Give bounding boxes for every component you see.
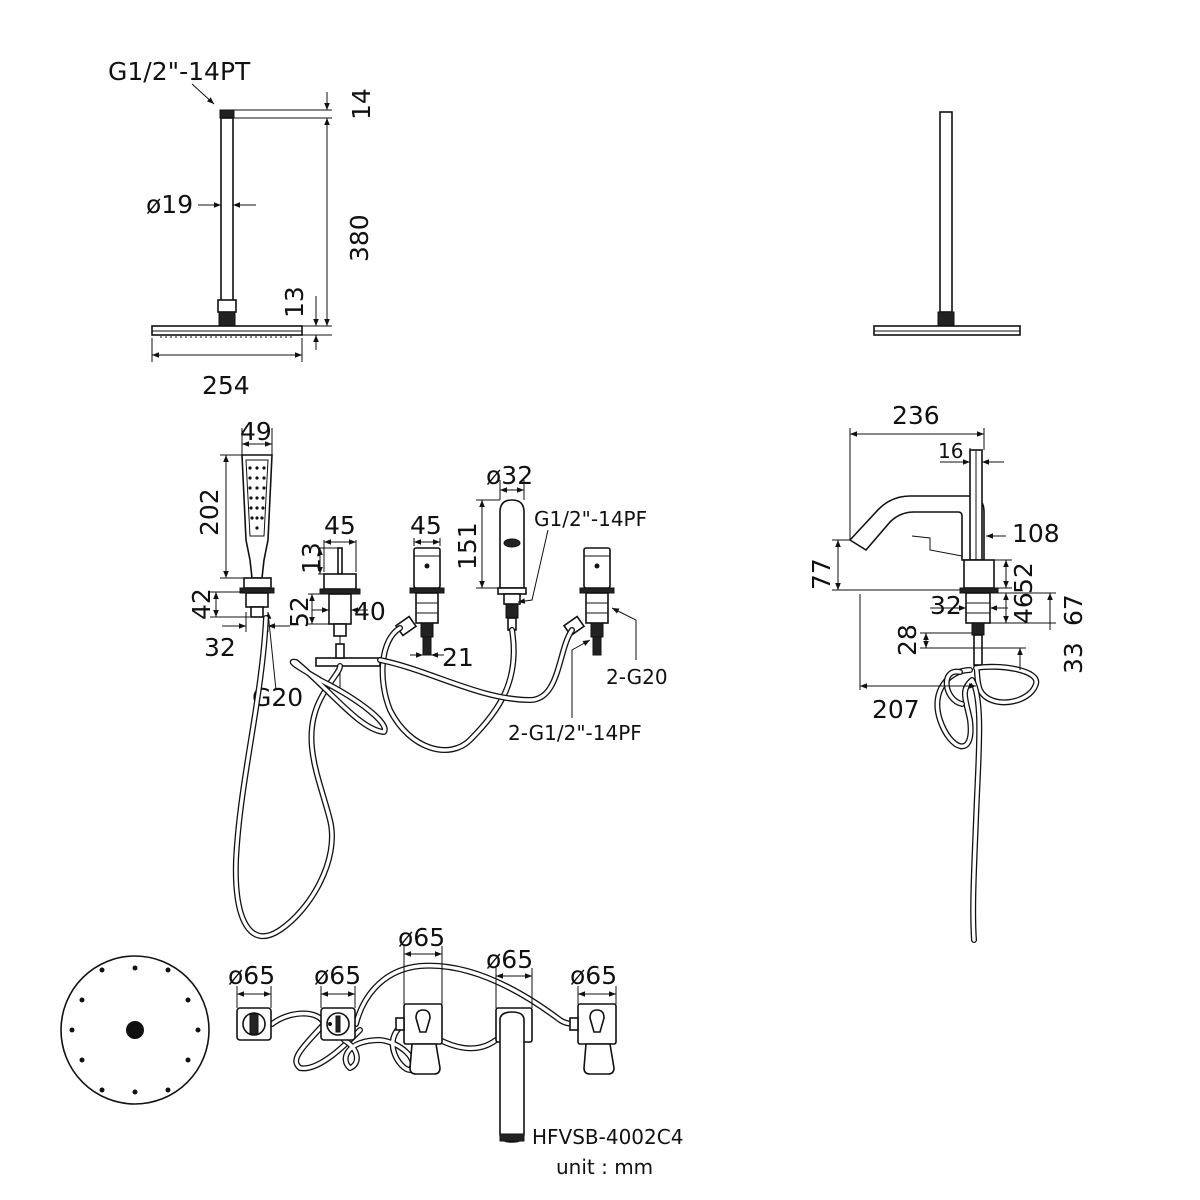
spout-dia-label: ø32 (486, 461, 533, 490)
hose-thread-label: 2-G20 (606, 665, 668, 689)
diverter-dimensions (308, 539, 368, 625)
height-77-label: 77 (807, 558, 836, 590)
arm-length-label: 380 (345, 214, 374, 262)
deck-plan-view (236, 962, 617, 1143)
dim-67-label: 67 (1059, 594, 1088, 626)
plan-dia-4-label: ø65 (486, 945, 533, 974)
diverter-top-label: 13 (297, 542, 326, 574)
valve-shank-label: 21 (442, 643, 474, 672)
reach-label: 236 (892, 401, 940, 430)
valve-thread-label: 2-G1/2"-14PF (508, 721, 642, 745)
shower-head-plan-view (60, 955, 210, 1105)
hand-shower-height-label: 202 (195, 488, 224, 536)
spout-dimensions (476, 480, 549, 604)
unit-label: unit : mm (556, 1155, 653, 1179)
valve-width-label: 45 (410, 511, 442, 540)
dim-32-label: 32 (930, 591, 962, 620)
model-number: HFVSB-4002C4 (532, 1125, 683, 1149)
plan-dia-5-label: ø65 (570, 961, 617, 990)
dim-52-label: 52 (1009, 562, 1038, 594)
plan-dia-3-label: ø65 (398, 923, 445, 952)
diverter-base-label: 40 (354, 597, 386, 626)
pipe-diameter-label: ø19 (146, 190, 193, 219)
spout (497, 499, 527, 631)
arm-thread-label: G1/2"-14PT (108, 57, 251, 86)
shower-arm-side-view (873, 111, 1021, 336)
reach-207-label: 207 (872, 695, 920, 724)
diverter-height-label: 52 (285, 596, 314, 628)
shower-arm-dimensions (151, 83, 332, 362)
shower-arm-front-view (151, 109, 303, 338)
deck-plan-dimensions (236, 946, 617, 1008)
hand-shower-dimensions (210, 428, 290, 691)
dim-33-label: 33 (1059, 642, 1088, 674)
head-width-label: 254 (202, 371, 250, 400)
side-view-assembly (848, 449, 999, 666)
side-view-dimensions (832, 428, 1056, 690)
top-dim-label: 14 (347, 88, 376, 120)
hand-shower (239, 454, 275, 618)
hand-shower-width-label: 49 (240, 417, 272, 446)
holder-height-label: 42 (187, 588, 216, 620)
height-108-label: 108 (1012, 519, 1060, 548)
dim-28-label: 28 (893, 624, 922, 656)
right-valve-dimensions (571, 607, 637, 718)
left-valve-dimensions (410, 538, 444, 658)
plan-dia-2-label: ø65 (314, 961, 361, 990)
hoses-front-view (232, 615, 575, 939)
left-valve (394, 547, 445, 656)
spout-thread-label: G1/2"-14PF (534, 507, 647, 531)
spray-dots (248, 466, 266, 530)
head-thickness-label: 13 (280, 286, 309, 318)
right-valve (562, 547, 615, 656)
offset-label: 16 (938, 439, 963, 463)
spout-height-label: 151 (453, 522, 482, 570)
plan-dia-1-label: ø65 (228, 961, 275, 990)
holder-base-dia-label: 32 (204, 633, 236, 662)
diverter-width-label: 45 (324, 511, 356, 540)
dim-46-label: 46 (1009, 592, 1038, 624)
diverter (315, 547, 381, 690)
side-view-hoses (934, 663, 1040, 943)
